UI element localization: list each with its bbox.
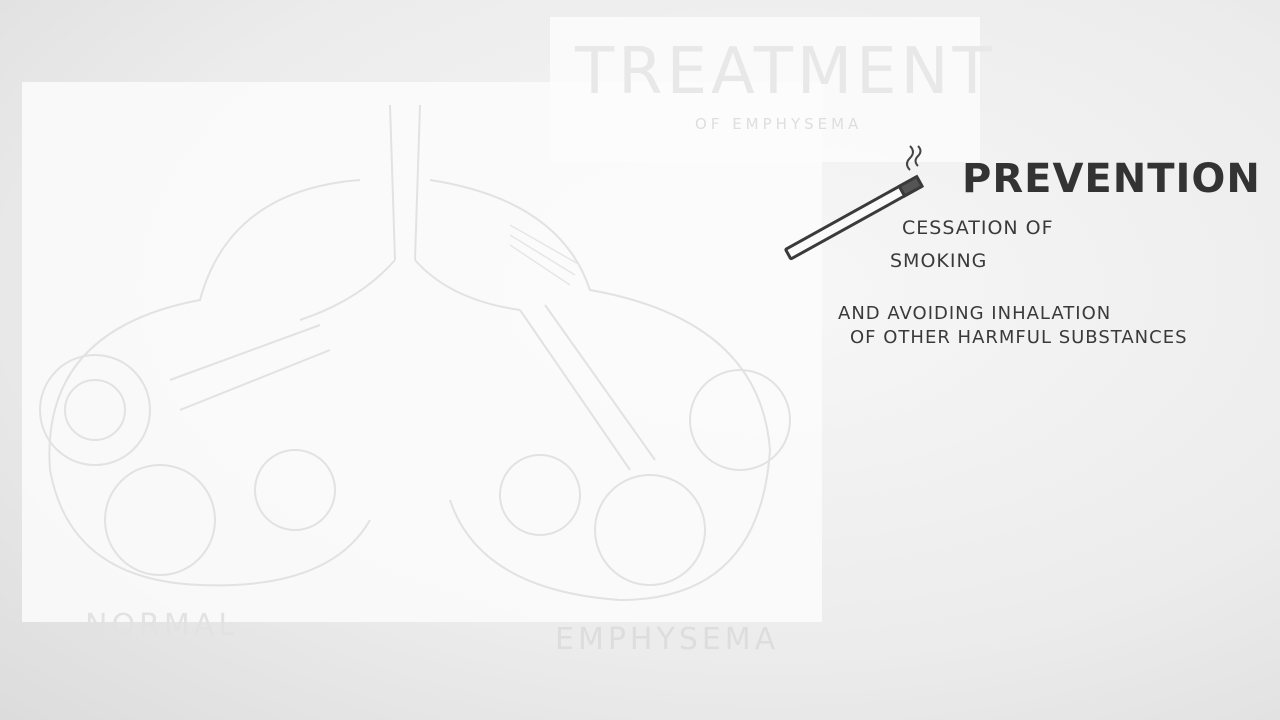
avoid-line-2: OF OTHER HARMFUL SUBSTANCES — [850, 327, 1188, 348]
cigarette-icon — [784, 145, 925, 261]
cessation-line-1: CESSATION OF — [902, 217, 1054, 239]
sketch-title: TREATMENT — [575, 35, 996, 109]
cessation-line-2: SMOKING — [890, 250, 988, 272]
paper-sheet-title — [550, 17, 980, 162]
sketch-label-normal: NORMAL — [85, 608, 240, 643]
sketch-subtitle: OF EMPHYSEMA — [695, 115, 863, 133]
avoid-line-1: AND AVOIDING INHALATION — [838, 303, 1112, 324]
sketch-label-emphysema: EMPHYSEMA — [555, 622, 780, 657]
prevention-heading: PREVENTION — [962, 156, 1261, 202]
paper-sheet-left — [22, 82, 822, 622]
